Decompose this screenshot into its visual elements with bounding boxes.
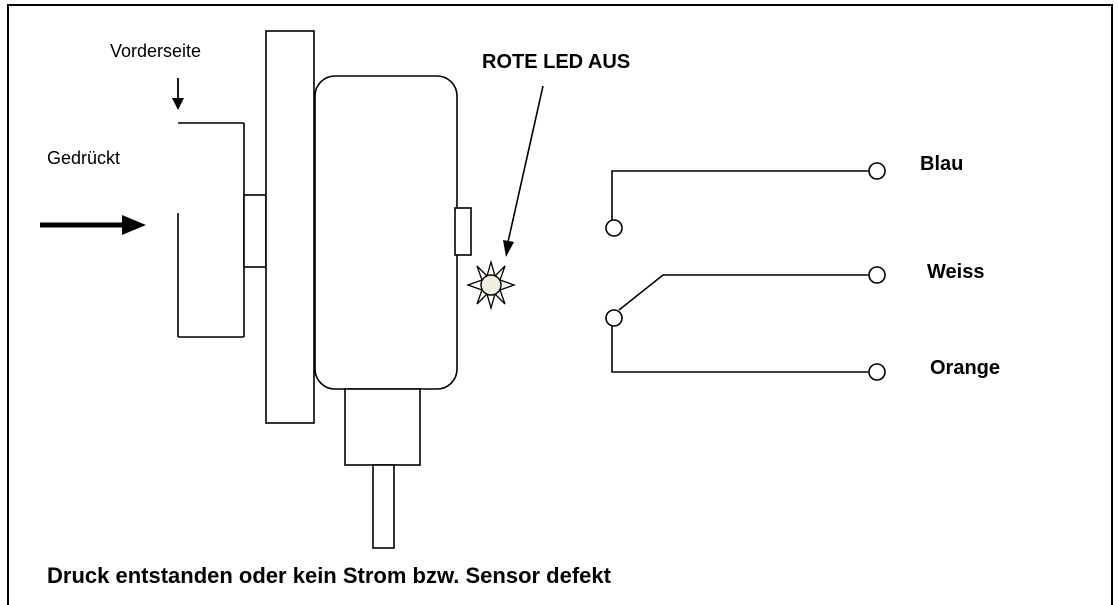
flange-plate xyxy=(265,30,315,424)
front-plate xyxy=(177,122,245,338)
sensor-body xyxy=(314,75,458,390)
led-pointer-arrow xyxy=(503,85,544,257)
switch-contacts xyxy=(605,162,886,381)
contact-common-upper xyxy=(605,219,623,237)
right-arrow-icon xyxy=(40,215,146,235)
cable xyxy=(372,464,395,549)
connector-stem xyxy=(243,194,267,268)
led-lamp xyxy=(480,274,502,296)
contact-blue-terminal xyxy=(868,162,886,180)
wire-blue-label: Blau xyxy=(920,153,963,175)
contact-orange-terminal xyxy=(868,363,886,381)
wire-orange-label: Orange xyxy=(930,357,1000,379)
side-button xyxy=(454,207,472,256)
diagram-caption: Druck entstanden oder kein Strom bzw. Se… xyxy=(47,563,612,588)
led-status-label: ROTE LED AUS xyxy=(482,51,630,73)
wire-white-label: Weiss xyxy=(927,261,984,283)
down-arrow-icon xyxy=(172,78,184,110)
led-off-icon xyxy=(466,259,516,311)
cable-connector xyxy=(344,388,421,466)
diagram-border xyxy=(7,4,1113,605)
front-side-label: Vorderseite xyxy=(110,41,201,61)
pressed-label: Gedrückt xyxy=(47,148,120,168)
contact-common-lower xyxy=(605,309,623,327)
contact-white-terminal xyxy=(868,266,886,284)
